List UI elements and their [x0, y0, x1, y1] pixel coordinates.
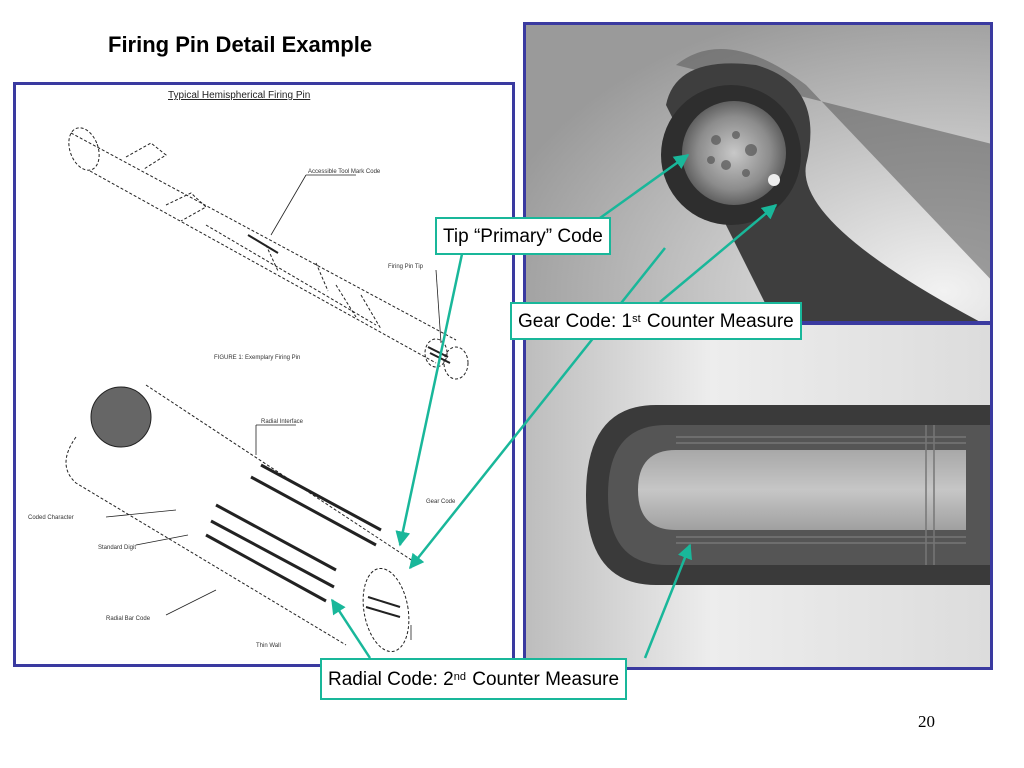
tip-code-outline — [90, 386, 152, 448]
firing-pin-drawing: Typical Hemispherical Firing Pin A — [28, 90, 469, 653]
drawing-panel: Typical Hemispherical Firing Pin A — [13, 82, 515, 667]
radial-bars — [205, 463, 382, 603]
label-thin-wall: Thin Wall — [256, 643, 281, 649]
label-radial-bar: Radial Bar Code — [106, 616, 151, 622]
radial-photo-panel — [523, 322, 993, 670]
radial-photo — [526, 325, 990, 667]
upper-pin-engraving — [247, 234, 451, 364]
tip-engraving — [365, 596, 401, 618]
callout-radial-sup: nd — [453, 670, 466, 683]
label-figure: FIGURE 1: Exemplary Firing Pin — [214, 355, 300, 361]
tip-photo-panel — [523, 22, 993, 324]
tip-photo — [526, 25, 990, 321]
drawing-heading: Typical Hemispherical Firing Pin — [168, 90, 310, 101]
callout-tip-text: Tip “Primary” Code — [443, 225, 603, 247]
page-number: 20 — [918, 712, 935, 731]
callout-gear-prefix: Gear Code: 1 — [518, 310, 633, 332]
callout-gear-suffix: Counter Measure — [641, 310, 794, 332]
callout-tip-code: Tip “Primary” Code — [435, 217, 611, 255]
callout-gear-sup: st — [632, 312, 641, 325]
slide-title: Firing Pin Detail Example — [108, 32, 373, 57]
callout-radial-prefix: Radial Code: 2 — [328, 668, 454, 690]
lower-leaders — [105, 424, 412, 640]
upper-pin-outline — [68, 127, 469, 380]
tip-code-circle — [91, 387, 151, 447]
label-accessible: Accessible Tool Mark Code — [308, 169, 381, 175]
label-tip: Firing Pin Tip — [388, 264, 424, 270]
label-radial-interface: Radial Interface — [261, 419, 304, 425]
label-gear: Gear Code — [426, 499, 456, 505]
label-code-char: Coded Character — [28, 515, 74, 521]
callout-radial-suffix: Counter Measure — [466, 668, 620, 690]
label-standard-digit: Standard Digit — [98, 545, 136, 551]
